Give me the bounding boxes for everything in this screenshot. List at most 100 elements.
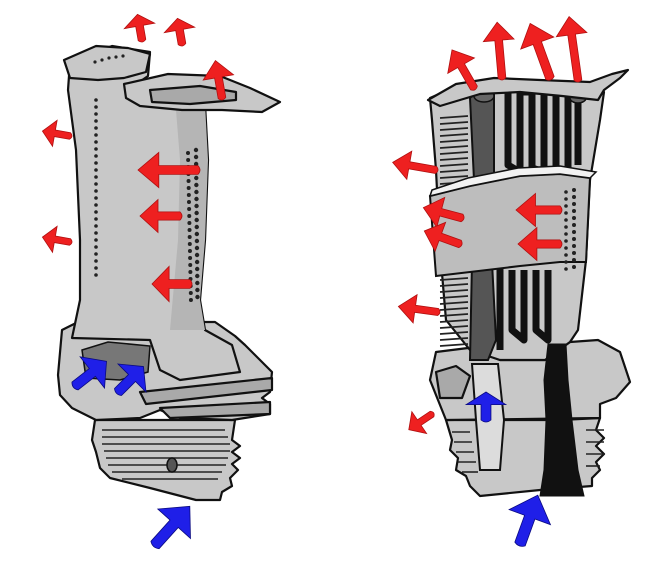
- cooling-hole: [107, 56, 111, 60]
- cooling-hole: [186, 179, 191, 183]
- cooling-hole: [193, 147, 199, 153]
- cooling-hole: [188, 256, 193, 260]
- rib-line: [439, 313, 469, 317]
- blade-root: [90, 418, 242, 502]
- rib-line: [439, 169, 469, 173]
- rib-line: [439, 127, 469, 131]
- cooling-hole: [188, 298, 193, 302]
- rib-line: [439, 331, 469, 335]
- cooling-hole: [187, 228, 192, 232]
- cooling-hole: [564, 253, 568, 257]
- rib-line: [439, 157, 469, 161]
- cooling-hole: [94, 168, 98, 172]
- cooling-hole: [94, 252, 98, 256]
- section-band-top: [428, 165, 598, 198]
- cooling-hole: [94, 133, 98, 137]
- cooling-hole: [572, 251, 576, 255]
- tip-shroud-inner: [148, 84, 238, 106]
- cooling-hole: [94, 175, 98, 179]
- cooling-hole: [94, 147, 98, 151]
- red-arrow-icon: [151, 265, 193, 303]
- cutaway-tip: [426, 68, 630, 108]
- cooling-hole: [564, 204, 568, 208]
- cooling-hole: [187, 249, 192, 253]
- cooling-hole: [564, 239, 568, 243]
- cooling-hole: [94, 273, 98, 277]
- leading-edge-ribs: [439, 115, 469, 347]
- cooling-hole: [572, 195, 576, 199]
- cooling-hole: [194, 238, 200, 244]
- cooling-hole: [564, 197, 568, 201]
- rib-line: [439, 295, 469, 299]
- red-arrow-icon: [139, 198, 183, 234]
- cooling-hole: [564, 260, 568, 264]
- cooling-hole: [94, 119, 98, 123]
- cooling-hole: [194, 182, 199, 188]
- cooling-hole: [114, 55, 118, 59]
- cooling-hole: [94, 161, 98, 165]
- turbine-blade-cutaway: [426, 68, 632, 498]
- rib-line: [439, 325, 469, 329]
- cooling-hole: [194, 231, 200, 237]
- cooling-hole: [564, 225, 568, 229]
- cooling-hole: [572, 265, 576, 269]
- rib-line: [439, 343, 469, 347]
- cooling-holes-right: [564, 188, 576, 271]
- cooling-hole: [187, 207, 192, 211]
- rib-line: [439, 277, 469, 281]
- red-arrow-icon: [137, 151, 201, 189]
- cooling-hole: [121, 54, 125, 58]
- red-arrow-icon: [482, 21, 515, 81]
- cooling-hole: [187, 214, 192, 218]
- red-arrow-icon: [422, 196, 465, 229]
- cooling-hole: [572, 188, 576, 192]
- rib-line: [439, 151, 469, 155]
- rib-line: [439, 283, 469, 287]
- rib-line: [439, 289, 469, 293]
- cooling-hole: [564, 232, 568, 236]
- cooling-hole: [194, 189, 199, 195]
- cooling-hole: [572, 209, 576, 213]
- cooling-hole: [94, 245, 98, 249]
- cooling-hole: [194, 245, 200, 251]
- cooling-hole: [186, 158, 191, 162]
- rib-line: [439, 307, 469, 311]
- cooling-hole: [186, 186, 191, 190]
- root-hole: [166, 457, 178, 473]
- cooling-hole: [94, 126, 98, 130]
- cooling-hole: [94, 231, 98, 235]
- cooling-hole: [564, 218, 568, 222]
- rib-line: [439, 133, 469, 137]
- cooling-hole: [195, 287, 200, 293]
- blade-tip: [62, 44, 152, 82]
- airflow-arrows: [41, 13, 588, 550]
- red-arrow-icon: [447, 49, 478, 91]
- rib-line: [439, 319, 469, 323]
- cooling-hole: [94, 182, 98, 186]
- cooling-hole: [186, 151, 190, 155]
- blue-arrow-icon: [150, 505, 191, 550]
- cooling-hole: [572, 258, 576, 262]
- red-arrow-icon: [520, 22, 555, 81]
- rib-line: [439, 139, 469, 143]
- cooling-hole: [564, 246, 568, 250]
- cooling-hole: [94, 105, 98, 109]
- platform-shelf-lower: [158, 400, 272, 420]
- cutaway-root-serrations: [452, 429, 604, 473]
- blue-arrow-icon: [464, 391, 508, 423]
- cooling-hole: [186, 200, 191, 204]
- red-arrow-icon: [392, 150, 439, 181]
- cooling-hole: [564, 267, 568, 271]
- cooling-hole: [94, 189, 98, 193]
- cooling-hole: [187, 221, 192, 225]
- cooling-hole: [188, 263, 193, 267]
- red-arrow-icon: [517, 226, 563, 262]
- cooling-hole: [94, 238, 98, 242]
- cooling-hole: [194, 266, 200, 272]
- red-arrow-icon: [408, 410, 435, 435]
- red-arrow-icon: [202, 59, 235, 101]
- cooling-hole: [94, 217, 98, 221]
- cooling-hole: [572, 216, 576, 220]
